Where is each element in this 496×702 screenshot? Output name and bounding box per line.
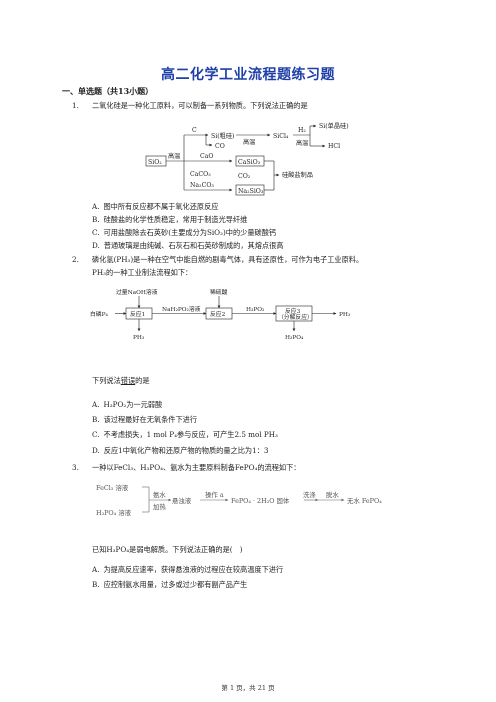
fepo4-solid-label: FePO₄ · 2H₂O 固体 — [231, 496, 290, 505]
dehydrate-label: 脱水 — [326, 490, 339, 499]
ph3-byproduct-label: PH₃ — [133, 335, 145, 341]
reaction1-label: 反应1 — [130, 310, 145, 318]
anhydrous-fepo4-label: 无水 FePO₄ — [347, 496, 382, 505]
cao-label: CaO — [200, 153, 214, 160]
q2-option-b: B.该过程最好在无氧条件下进行 — [92, 415, 198, 424]
na2co3-label: Na₂CO₃ — [190, 182, 214, 189]
high-temp-label: 高温 — [168, 152, 180, 160]
reaction3-label: 反应3 — [285, 307, 301, 315]
c-label: C — [192, 127, 197, 134]
h2so4-label: 稀硫酸 — [210, 288, 228, 296]
q2-option-a: A.H₃PO₂为一元弱酸 — [92, 400, 163, 409]
co2-label: CO₂ — [238, 173, 251, 180]
sicl4-label: SiCl₄ — [273, 133, 289, 140]
high-temp2-label: 高温 — [243, 138, 255, 146]
naoh-label: 过量NaOH溶液 — [116, 288, 158, 296]
ph3-product-label: PH₃ — [339, 312, 351, 318]
casio3-label: CaSiO₃ — [238, 159, 261, 166]
nah2po2-label: NaH₂PO₂溶液 — [162, 305, 201, 313]
hcl-label: HCl — [328, 143, 340, 150]
page-title: 高二化学工业流程题练习题 — [161, 67, 335, 83]
q3-stem: 一种以FeCl₃、H₃PO₄、氨水为主要原料制备FePO₄的流程如下： — [92, 463, 301, 472]
q1-option-a: A.图中所有反应都不属于氧化还原反应 — [92, 202, 219, 211]
heat-label: 加热 — [153, 502, 166, 511]
si-crude-label: Si(粗硅) — [211, 132, 234, 140]
q2-option-c: C.不考虑损失，1 mol P₄参与反应，可产生2.5 mol PH₃ — [92, 430, 278, 439]
suspension-label: 悬浊液 — [172, 496, 192, 505]
q2-prompt: 下列说法错误的是 — [92, 376, 150, 385]
q3-option-b: B.应控制氨水用量，过多或过少都有副产品产生 — [92, 580, 248, 589]
q2-stem-line2: PH₃的一种工业制法流程如下： — [92, 268, 193, 277]
q1-option-d: D.普通玻璃是由纯碱、石灰石和石英砂制成的，其熔点很高 — [92, 241, 284, 250]
q3-number: 3. — [72, 463, 79, 472]
section-heading: 一、单选题（共13小题） — [62, 86, 154, 96]
si-pure-label: Si(单晶硅) — [319, 122, 349, 130]
high-temp3-label: 高温 — [296, 139, 308, 147]
na2sio3-label: Na₂SiO₃ — [238, 188, 264, 195]
q2-number: 2. — [72, 255, 79, 264]
reaction3-type-label: （分解反应） — [278, 313, 313, 321]
fecl3-label: FeCl₃ 溶液 — [96, 483, 129, 492]
q2-ph3-flow-diagram: 过量NaOH溶液 稀硫酸 白磷P₄ 反应1 NaH₂PO₂溶液 反应2 H₃PO… — [90, 288, 351, 341]
white-p-label: 白磷P₄ — [90, 310, 108, 318]
q1-option-b: B.硅酸盐的化学性质稳定，常用于制造光导纤维 — [92, 215, 248, 224]
q2-stem-line1: 磷化氢(PH₃)是一种在空气中能自燃的剧毒气体，具有还原性，可作为电子工业原料。 — [92, 255, 364, 264]
h2-label: H₂ — [298, 127, 306, 134]
h3po2-label: H₃PO₂ — [246, 307, 264, 313]
caco3-label: CaCO₃ — [190, 171, 211, 178]
silicate-label: 硅酸盐制品 — [282, 171, 313, 179]
q1-stem: 二氧化硅是一种化工原料，可以制备一系列物质。下列说法正确的是 — [92, 101, 308, 110]
h3po4-solution-label: H₃PO₄ 溶液 — [96, 508, 132, 517]
wash-label: 洗涤 — [303, 490, 316, 499]
q1-silicon-flow-diagram: SiO₂ 高温 C Si(粗硅) CO 高温 SiCl₄ H₂ 高温 Si(单晶… — [145, 122, 349, 196]
q3-note: 已知H₃PO₄是弱电解质。下列说法正确的是( ) — [92, 545, 243, 554]
q1-number: 1. — [72, 101, 79, 110]
co-label: CO — [215, 143, 225, 150]
sio2-label: SiO₂ — [148, 159, 162, 166]
page-footer: 第 1 页，共 21 页 — [221, 684, 275, 692]
q2-option-d: D.反应1中氧化产物和还原产物的物质的量之比为1：3 — [92, 446, 269, 455]
ammonia-label: 氨水 — [153, 490, 166, 499]
h3po4-label: H₃PO₄ — [285, 335, 304, 341]
q3-option-a: A.为提高反应速率，获得悬浊液的过程应在较高温度下进行 — [92, 565, 284, 574]
q3-fepo4-flow-diagram: FeCl₃ 溶液 H₃PO₄ 溶液 氨水 加热 悬浊液 操作 a FePO₄ ·… — [96, 483, 382, 517]
q1-option-c: C.可用盐酸除去石英砂(主要成分为SiO₂)中的少量碳酸钙 — [92, 228, 277, 237]
operation-a-label: 操作 a — [205, 490, 224, 499]
reaction2-label: 反应2 — [210, 310, 226, 318]
